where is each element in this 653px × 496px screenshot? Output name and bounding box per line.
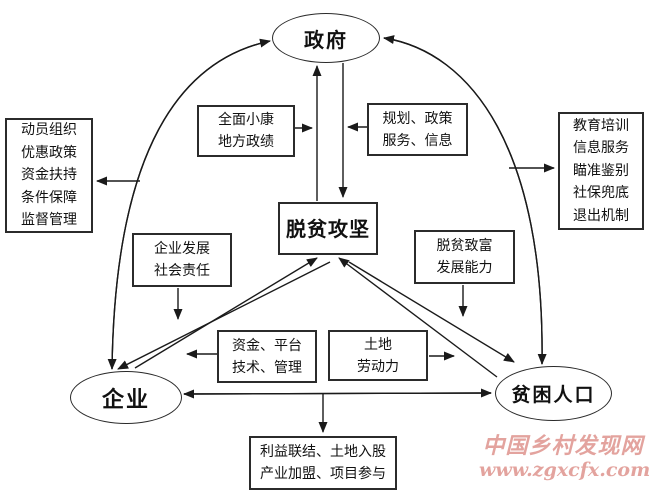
label-line: 资金扶持 [21,167,77,184]
box-poor-service: 教育培训 信息服务 瞄准鉴别 社保兜底 退出机制 [558,112,644,230]
node-enterprise: 企业 [70,371,182,424]
box-gov-support: 动员组织 优惠政策 资金扶持 条件保障 监督管理 [5,118,93,233]
node-government: 政府 [272,13,380,63]
label-line: 地方政绩 [218,134,274,150]
label-line: 教育培训 [573,117,629,134]
label-line: 脱贫致富 [436,238,493,254]
label-line: 发展能力 [436,260,493,276]
node-poor-population-label: 贫困人口 [511,384,596,406]
label-line: 土地 [364,336,392,353]
label-line: 信息服务 [573,140,629,157]
label-line: 服务、信息 [382,132,453,149]
label-line: 规划、政策 [382,110,453,127]
label-line: 劳动力 [357,358,399,375]
line-poor-to-enterprise [183,389,492,399]
label-line: 全面小康 [218,112,274,128]
box-poor-gain: 脱贫致富 发展能力 [414,230,515,284]
label-line: 退出机制 [573,207,629,224]
label-line: 社会责任 [154,263,210,279]
box-cooperation: 利益联结、土地入股 产业加盟、项目参与 [249,436,397,490]
box-enterprise-input: 资金、平台 技术、管理 [217,330,317,383]
label-line: 动员组织 [21,122,77,139]
label-line: 瞄准鉴别 [573,162,629,179]
diag-core-to-poor [348,261,515,363]
label-line: 条件保障 [21,189,77,206]
box-poor-input: 土地 劳动力 [328,330,428,381]
arc-government-to-enterprise [107,40,271,370]
node-enterprise-label: 企业 [101,387,150,413]
label-line: 资金、平台 [232,337,302,354]
diag-enterprise-to-core [134,257,318,369]
diag-core-to-enterprise [117,261,331,370]
arc-government-to-poor [383,37,547,365]
box-achievement: 全面小康 地方政绩 [197,105,295,157]
label-line: 监督管理 [21,212,77,229]
box-enterprise-gain: 企业发展 社会责任 [132,233,232,287]
node-government-label: 政府 [304,27,348,52]
label-line: 社保兜底 [573,185,629,202]
box-poverty-alleviation-label: 脱贫攻坚 [286,216,370,241]
label-line: 利益联结、土地入股 [260,444,386,460]
diag-poor-to-core [338,257,498,378]
box-poverty-alleviation: 脱贫攻坚 [278,202,378,255]
arc-enterprise-to-government [111,38,271,370]
box-planning: 规划、政策 服务、信息 [367,103,468,156]
label-line: 产业加盟、项目参与 [260,466,386,482]
label-line: 技术、管理 [232,359,302,376]
label-line: 优惠政策 [21,144,77,161]
node-poor-population: 贫困人口 [495,366,612,421]
label-line: 企业发展 [154,241,210,257]
